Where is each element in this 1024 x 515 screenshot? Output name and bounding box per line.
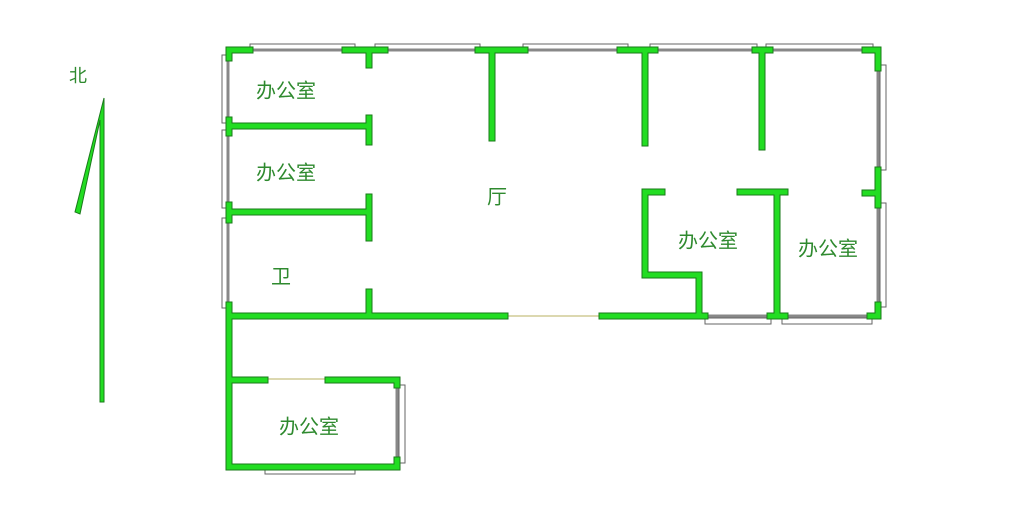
windows bbox=[221, 43, 887, 475]
doors bbox=[265, 315, 602, 380]
room-label-office-4: 办公室 bbox=[798, 237, 858, 261]
room-label-office-2: 办公室 bbox=[256, 161, 316, 185]
walls-fill bbox=[226, 47, 881, 470]
room-label-office-5: 办公室 bbox=[279, 415, 339, 439]
room-label-hall: 厅 bbox=[487, 185, 507, 209]
room-label-office-3: 办公室 bbox=[678, 229, 738, 253]
walls bbox=[225, 46, 882, 471]
compass-north-label: 北 bbox=[69, 66, 87, 87]
north-arrow-icon bbox=[74, 97, 105, 403]
room-label-bathroom: 卫 bbox=[271, 265, 291, 289]
room-label-office-1: 办公室 bbox=[256, 79, 316, 103]
